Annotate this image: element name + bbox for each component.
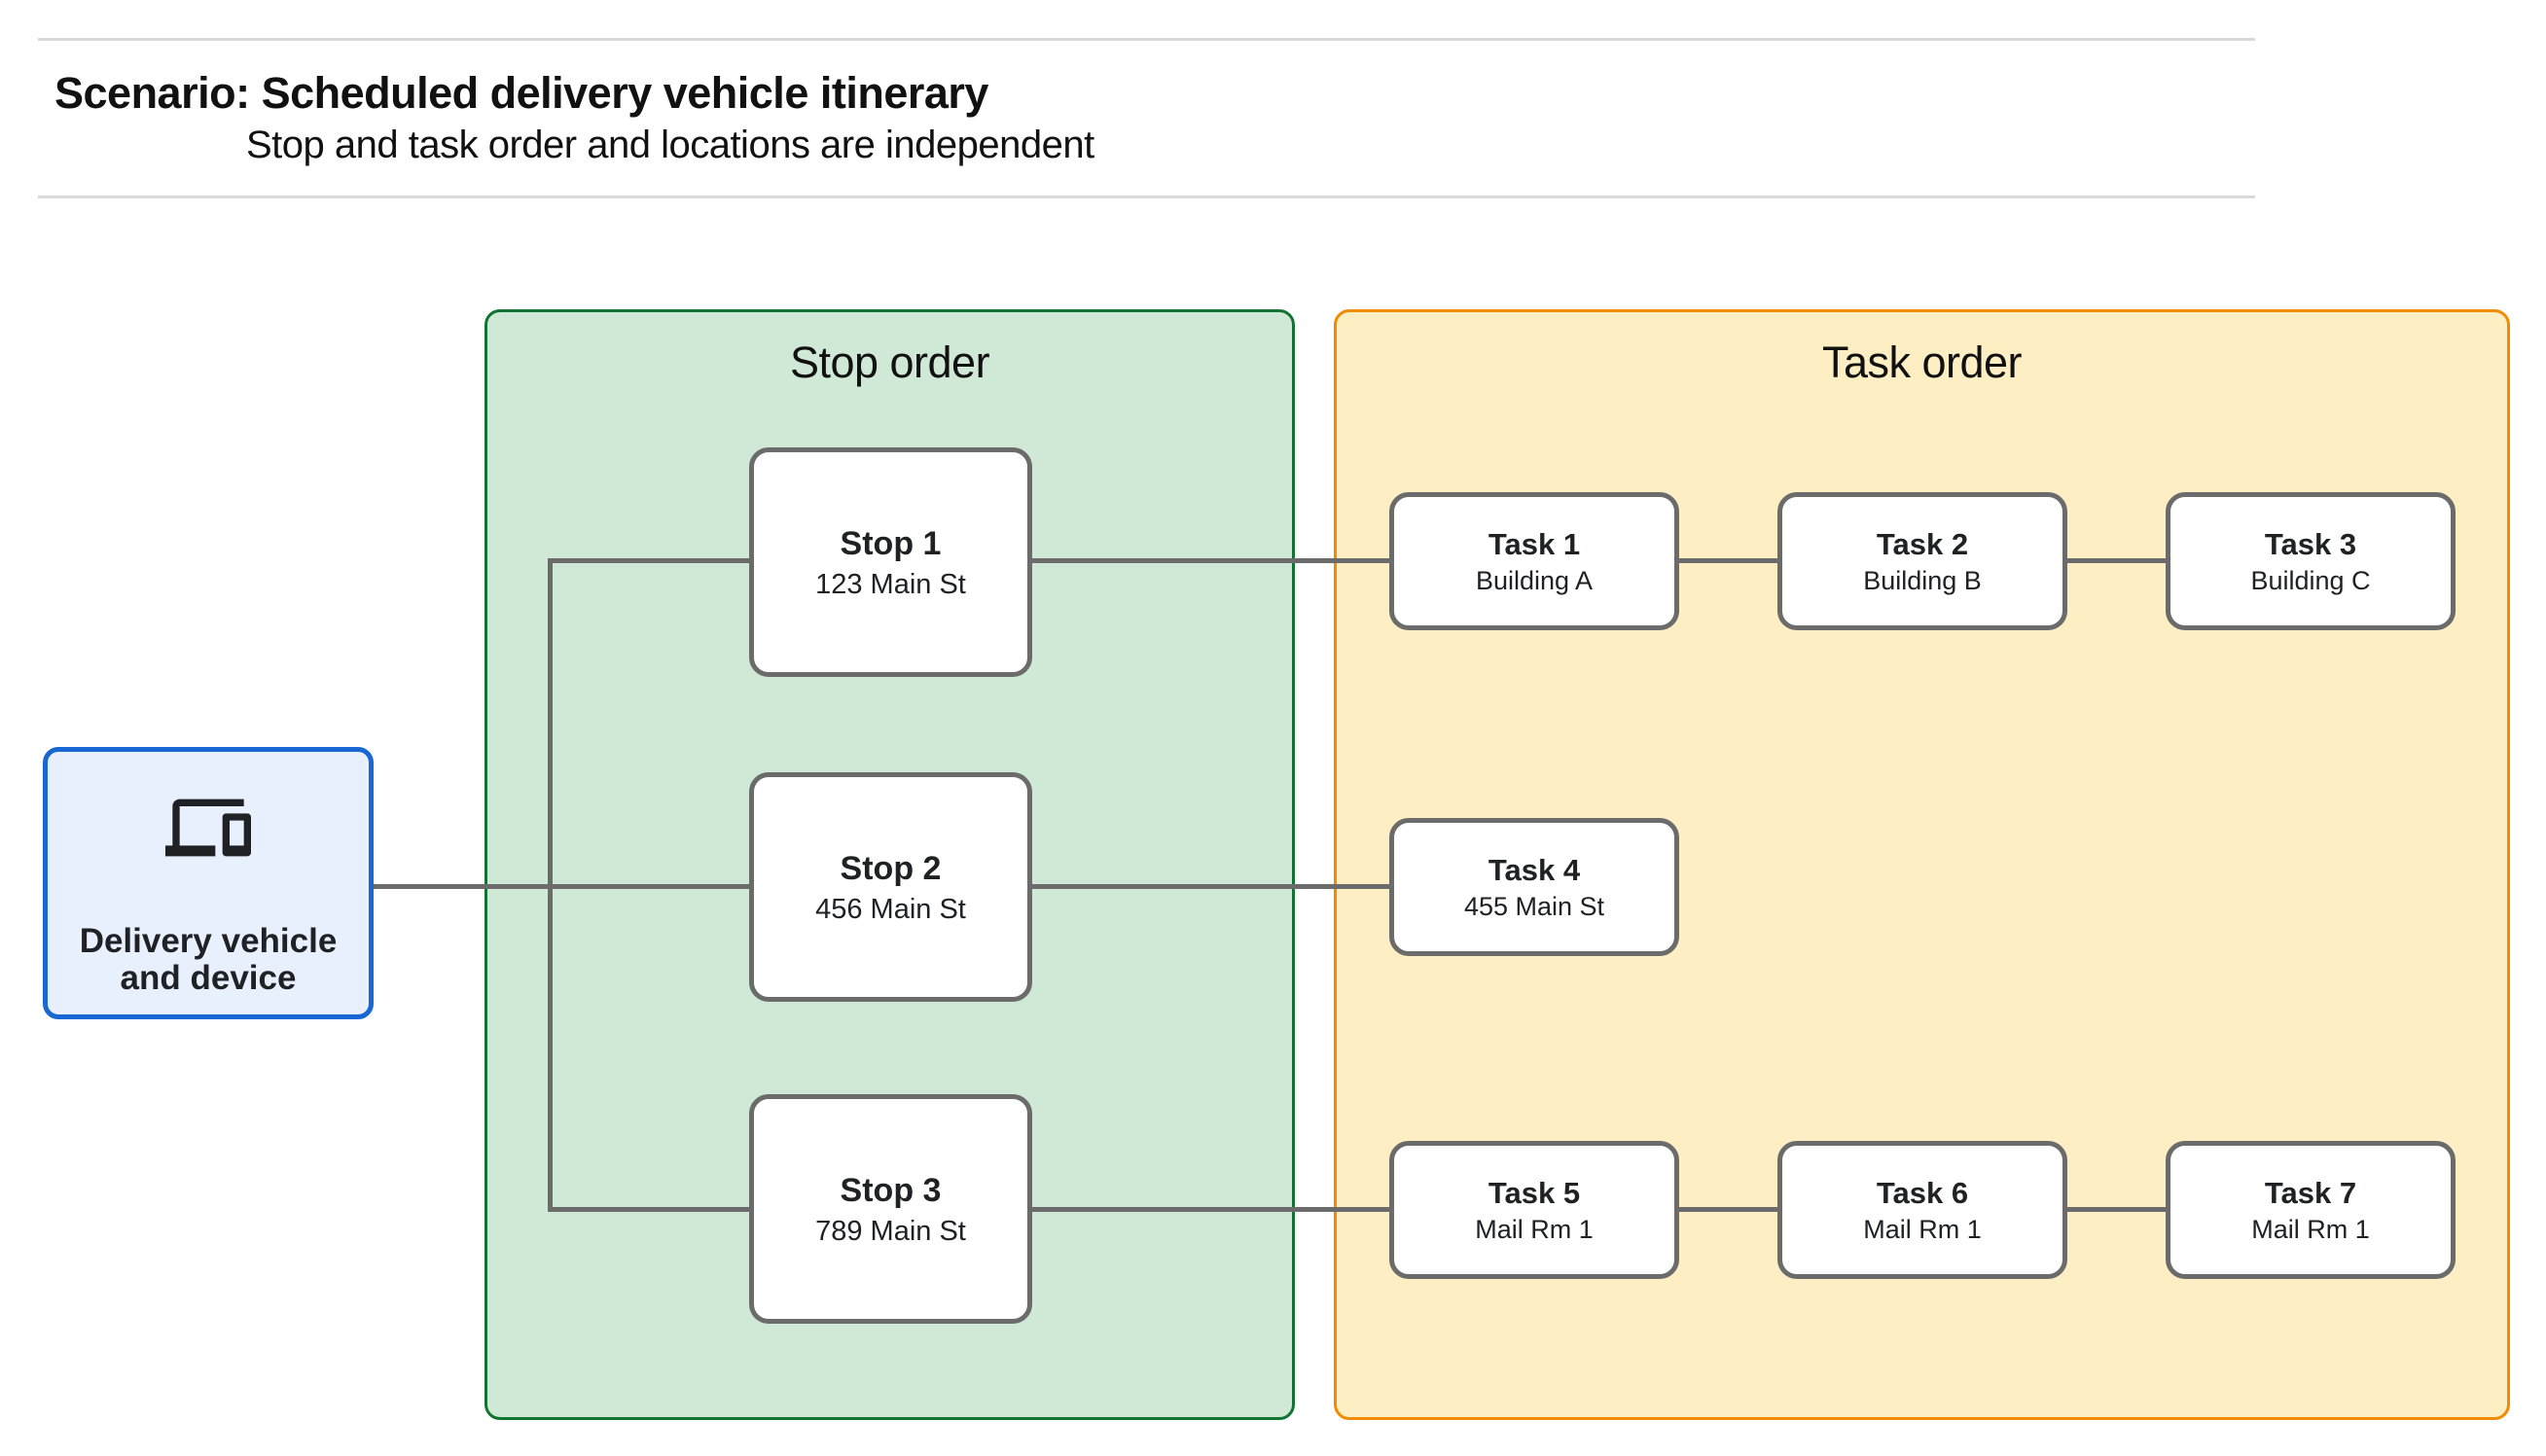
task-6-location: Mail Rm 1 <box>1863 1215 1982 1244</box>
task-3-title: Task 3 <box>2264 527 2357 561</box>
stop-2-address: 456 Main St <box>815 894 966 925</box>
connector-trunk-stop3 <box>548 1207 753 1212</box>
task-3-node: Task 3 Building C <box>2166 492 2456 630</box>
top-divider <box>38 38 2255 41</box>
stop-order-panel-label: Stop order <box>789 337 990 387</box>
page-title: Scenario: Scheduled delivery vehicle iti… <box>54 68 988 118</box>
delivery-vehicle-node: Delivery vehicle and device <box>43 747 374 1019</box>
task-4-title: Task 4 <box>1488 853 1581 887</box>
task-1-node: Task 1 Building A <box>1389 492 1679 630</box>
connector-task6-task7 <box>2065 1207 2168 1212</box>
task-1-location: Building A <box>1475 566 1594 595</box>
task-7-node: Task 7 Mail Rm 1 <box>2166 1141 2456 1279</box>
task-5-title: Task 5 <box>1488 1176 1581 1210</box>
delivery-vehicle-label-line2: and device <box>120 959 297 997</box>
stop-3-address: 789 Main St <box>815 1216 966 1247</box>
task-2-node: Task 2 Building B <box>1777 492 2067 630</box>
task-3-location: Building C <box>2250 566 2371 595</box>
delivery-vehicle-label: Delivery vehicle and device <box>80 923 338 997</box>
connector-task2-task3 <box>2065 558 2168 563</box>
task-1-title: Task 1 <box>1488 527 1581 561</box>
connector-trunk-stop1 <box>548 558 751 563</box>
task-2-location: Building B <box>1863 566 1982 595</box>
connector-trunk <box>548 558 553 1212</box>
stop-2-title: Stop 2 <box>840 850 942 887</box>
header-divider <box>38 195 2255 198</box>
stop-1-title: Stop 1 <box>840 525 942 562</box>
connector-task5-task6 <box>1677 1207 1779 1212</box>
delivery-vehicle-label-line1: Delivery vehicle <box>79 922 338 960</box>
devices-icon <box>165 799 251 857</box>
task-7-title: Task 7 <box>2264 1176 2357 1210</box>
task-6-title: Task 6 <box>1876 1176 1969 1210</box>
stop-1-node: Stop 1 123 Main St <box>749 447 1032 677</box>
connector-stop2-task4 <box>1027 884 1391 889</box>
task-5-node: Task 5 Mail Rm 1 <box>1389 1141 1679 1279</box>
task-7-location: Mail Rm 1 <box>2251 1215 2370 1244</box>
connector-task1-task2 <box>1677 558 1779 563</box>
connector-stop3-task5 <box>1027 1207 1391 1212</box>
connector-stop1-task1 <box>1027 558 1391 563</box>
stop-3-title: Stop 3 <box>840 1172 942 1209</box>
page-subtitle: Stop and task order and locations are in… <box>246 124 1094 166</box>
task-6-node: Task 6 Mail Rm 1 <box>1777 1141 2067 1279</box>
stop-1-address: 123 Main St <box>815 569 966 600</box>
task-2-title: Task 2 <box>1876 527 1969 561</box>
stop-3-node: Stop 3 789 Main St <box>749 1094 1032 1324</box>
task-4-node: Task 4 455 Main St <box>1389 818 1679 956</box>
task-order-panel-label: Task order <box>1821 337 2023 387</box>
connector-vehicle-stop2 <box>374 884 751 889</box>
stop-2-node: Stop 2 456 Main St <box>749 772 1032 1002</box>
task-4-location: 455 Main St <box>1463 892 1605 921</box>
task-5-location: Mail Rm 1 <box>1475 1215 1594 1244</box>
